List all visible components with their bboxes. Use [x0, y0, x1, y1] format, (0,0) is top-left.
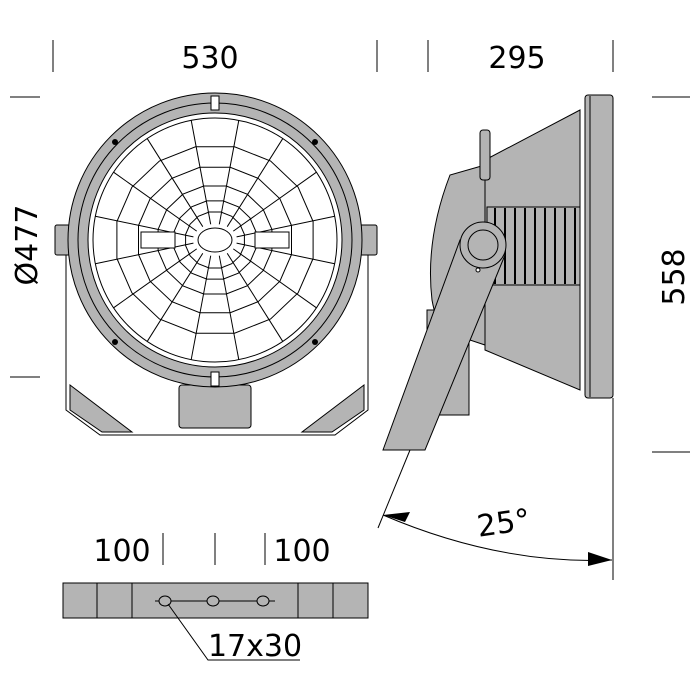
- diameter-label: Ø477: [10, 205, 45, 286]
- facet-ring: [185, 211, 245, 269]
- front-width-label: 530: [181, 41, 238, 76]
- hole-spacing-left-label: 100: [93, 534, 150, 569]
- facet-ring: [138, 166, 292, 314]
- side-depth-label: 295: [488, 41, 545, 76]
- mounting-slot: [158, 595, 172, 607]
- facet-line: [226, 253, 284, 342]
- tilt-angle-label: 25°: [475, 503, 533, 545]
- facet-line: [95, 215, 194, 238]
- facet-line: [236, 215, 335, 238]
- lamp-bulb: [197, 227, 233, 253]
- mounting-slot: [206, 595, 220, 607]
- angle-arc: [382, 514, 613, 561]
- hole-spacing-right-label: 100: [273, 534, 330, 569]
- facet-line: [190, 120, 212, 225]
- mounting-slot: [256, 595, 270, 607]
- facet-line: [146, 253, 204, 342]
- facet-ring: [157, 185, 273, 295]
- facet-line: [146, 138, 204, 227]
- facet-line: [236, 242, 335, 265]
- height-label: 558: [657, 248, 692, 305]
- dimension-lines: [10, 40, 690, 580]
- facet-line: [233, 171, 317, 232]
- front-glass-frame: [584, 94, 614, 399]
- side-view: [377, 94, 614, 566]
- facet-line: [113, 248, 197, 309]
- slot-size-label: 17x30: [208, 629, 302, 664]
- facet-line: [226, 138, 284, 227]
- facet-line: [95, 242, 194, 265]
- gear-box: [178, 384, 252, 429]
- front-view: [54, 92, 378, 436]
- facet-ring: [116, 146, 314, 334]
- facet-line: [190, 255, 212, 360]
- slot-leader-line: [167, 603, 300, 661]
- facet-line: [233, 248, 317, 309]
- base-plate: [62, 582, 369, 661]
- facet-line: [218, 120, 240, 225]
- facet-line: [113, 171, 197, 232]
- facet-line: [218, 255, 240, 360]
